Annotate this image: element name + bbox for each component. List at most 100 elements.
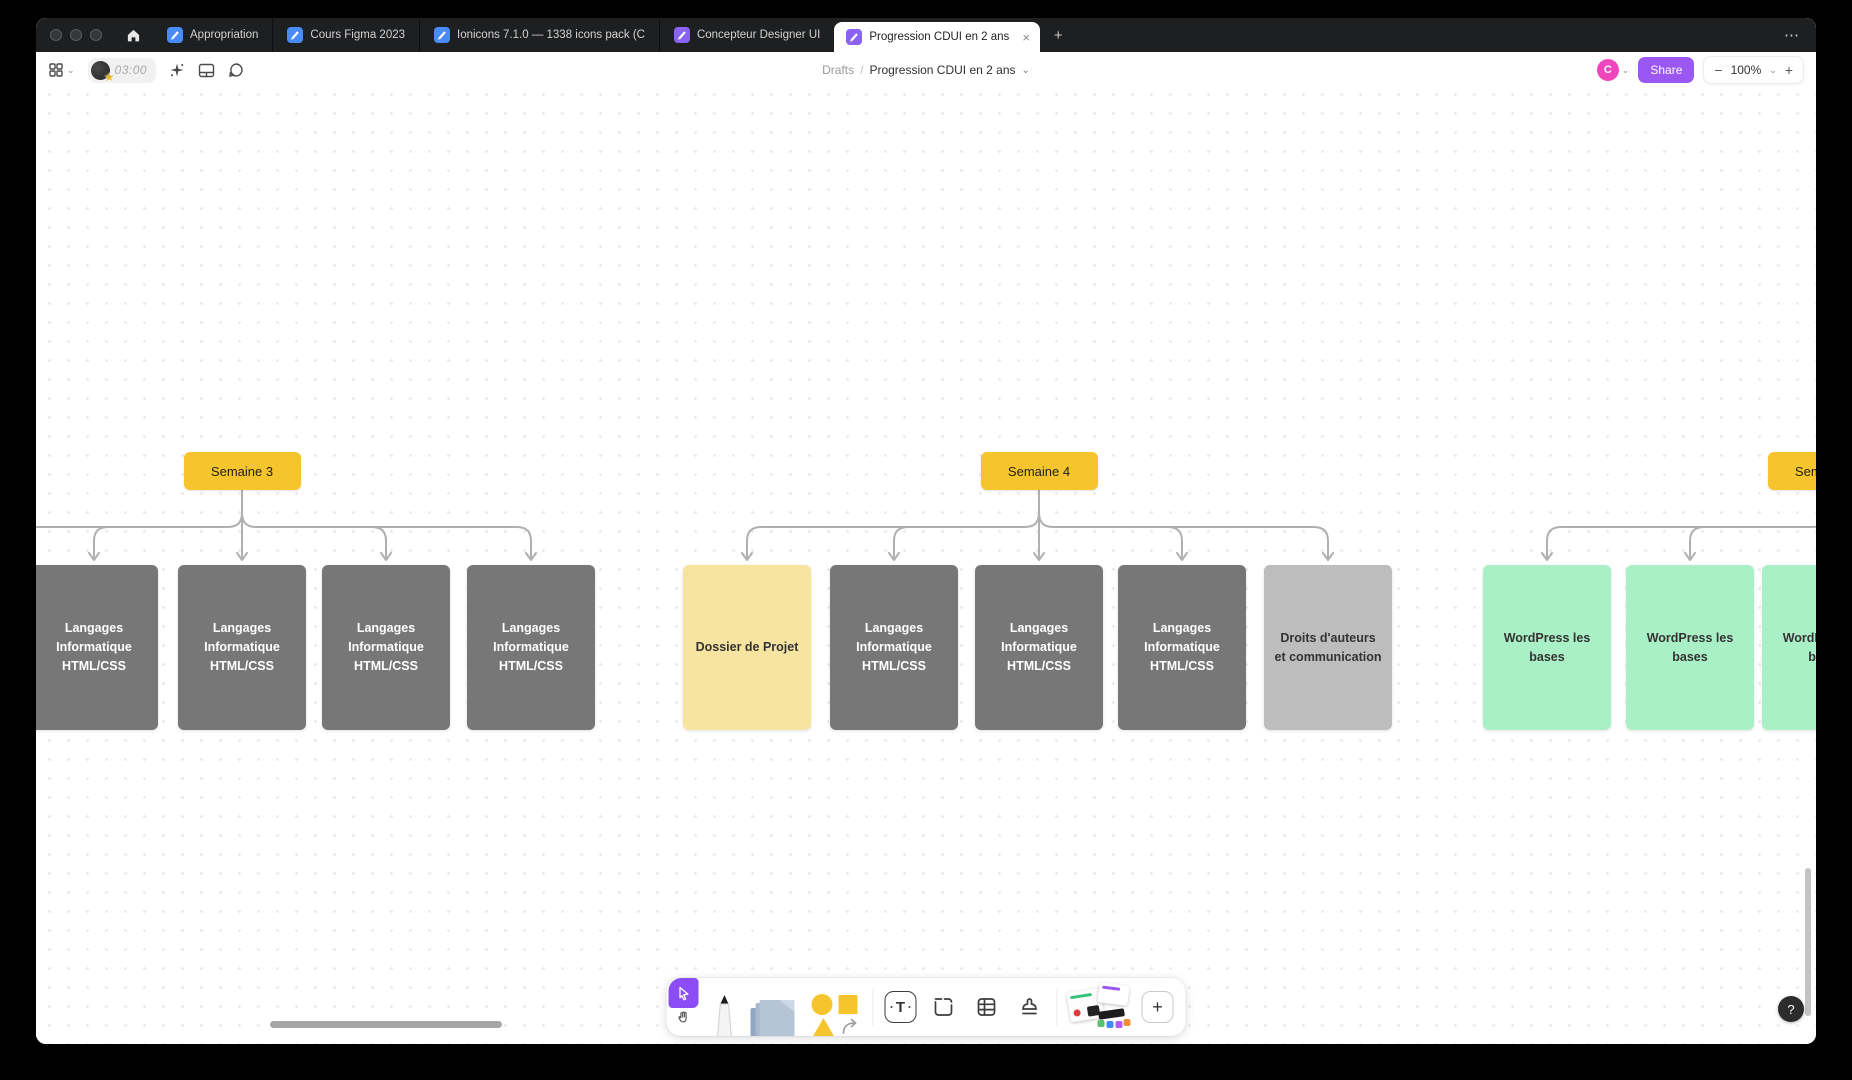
connector-path bbox=[36, 489, 1816, 561]
traffic-light-minimize[interactable] bbox=[70, 29, 82, 41]
zoom-in-button[interactable]: + bbox=[1784, 62, 1793, 78]
help-button[interactable]: ? bbox=[1778, 996, 1804, 1022]
file-icon bbox=[673, 27, 690, 43]
template-icon bbox=[198, 63, 215, 77]
breadcrumb-root[interactable]: Drafts bbox=[822, 63, 855, 77]
breadcrumb: Drafts / Progression CDUI en 2 ans ⌄ bbox=[822, 52, 1030, 88]
title-chevron-icon[interactable]: ⌄ bbox=[1021, 65, 1030, 76]
card-label: HTML/CSS bbox=[62, 658, 126, 673]
week-header-semaine-4[interactable]: Semaine 4 bbox=[980, 452, 1098, 490]
share-button[interactable]: Share bbox=[1638, 57, 1695, 83]
card-label: Informatique bbox=[1001, 640, 1077, 655]
card-label: HTML/CSS bbox=[862, 658, 926, 673]
card-label: Langages bbox=[864, 621, 924, 636]
zoom-level[interactable]: 100% bbox=[1730, 63, 1762, 77]
new-tab-button[interactable]: + bbox=[1040, 18, 1077, 52]
home-button[interactable] bbox=[114, 18, 153, 52]
templates-thumbnail bbox=[1097, 982, 1130, 1006]
board-menu-button[interactable]: ⌄ bbox=[48, 62, 75, 78]
connector-arrow-icon bbox=[842, 1018, 857, 1034]
circle-shape-icon bbox=[811, 994, 833, 1015]
comment-icon bbox=[229, 63, 243, 77]
card-label: Langages bbox=[64, 621, 124, 636]
card-label: Informatique bbox=[1144, 640, 1220, 655]
overflow-icon: ⋯ bbox=[1784, 27, 1800, 44]
home-icon bbox=[127, 29, 140, 41]
select-tool[interactable] bbox=[668, 978, 699, 1008]
ai-button[interactable] bbox=[169, 62, 185, 78]
add-tool-button[interactable]: + bbox=[1141, 991, 1174, 1023]
tab-cours-figma-2023[interactable]: Cours Figma 2023 bbox=[272, 18, 419, 52]
toolbar-divider bbox=[872, 988, 874, 1026]
marker-tool[interactable] bbox=[712, 994, 738, 1036]
user-avatar: C bbox=[1596, 59, 1619, 81]
tab-concepteur-designer-ui[interactable]: Concepteur Designer UI bbox=[658, 18, 834, 52]
card-label: Dossier de Projet bbox=[695, 640, 799, 655]
square-shape-icon bbox=[838, 995, 858, 1014]
sparkle-icon bbox=[170, 63, 184, 77]
stamp-tool[interactable] bbox=[1013, 991, 1046, 1023]
hand-tool[interactable] bbox=[677, 1010, 691, 1024]
card-label: Informatique bbox=[348, 640, 424, 655]
question-icon: ? bbox=[1787, 1001, 1795, 1017]
card-label: Informatique bbox=[204, 640, 280, 655]
tab-appropriation[interactable]: Appropriation bbox=[153, 18, 272, 52]
tab-progression-cdui-en-2-ans[interactable]: Progression CDUI en 2 ans× bbox=[834, 22, 1040, 52]
plus-icon: + bbox=[1053, 26, 1063, 44]
close-icon[interactable]: × bbox=[1022, 29, 1030, 45]
card-label: HTML/CSS bbox=[1150, 658, 1214, 673]
card-label: WordPress les bases bbox=[1782, 630, 1816, 664]
templates-tool[interactable] bbox=[1066, 982, 1131, 1030]
hand-icon bbox=[678, 1011, 687, 1023]
marker-icon bbox=[717, 995, 732, 1036]
avatar-chevron-icon: ⌄ bbox=[1621, 64, 1630, 75]
table-tool[interactable] bbox=[970, 991, 1003, 1023]
text-icon: T bbox=[890, 999, 911, 1016]
text-tool[interactable]: T bbox=[884, 991, 917, 1023]
card-label: Langages bbox=[501, 621, 561, 636]
horizontal-scrollbar[interactable] bbox=[270, 1021, 502, 1028]
vertical-scrollbar[interactable] bbox=[1805, 868, 1811, 1016]
tab-label: Cours Figma 2023 bbox=[310, 29, 406, 41]
user-menu[interactable]: C ⌄ bbox=[1596, 59, 1630, 81]
card-label: HTML/CSS bbox=[210, 658, 274, 673]
traffic-light-zoom[interactable] bbox=[90, 29, 102, 41]
week-header-semaine-3[interactable]: Semaine 3 bbox=[183, 452, 301, 490]
card-wordpress-les-bases[interactable]: WordPress les bases bbox=[1762, 565, 1816, 730]
card-wordpress-les-bases[interactable]: WordPress les bases bbox=[1626, 565, 1754, 730]
week-header-semaine-5[interactable]: Semaine 5 bbox=[1767, 452, 1816, 490]
traffic-light-close[interactable] bbox=[50, 29, 62, 41]
card-label: WordPress les bases bbox=[1503, 630, 1591, 664]
tab-ionicons-7-1-0-1338-icons-pack-c[interactable]: Ionicons 7.1.0 — 1338 icons pack (C bbox=[419, 18, 659, 52]
select-tool-column bbox=[667, 978, 701, 1024]
app-chrome-bar: Appropriation Cours Figma 2023 Ionicons 7.… bbox=[36, 18, 1816, 52]
overflow-menu-button[interactable]: ⋯ bbox=[1768, 18, 1816, 52]
card-label: Informatique bbox=[493, 640, 569, 655]
templates-button[interactable] bbox=[198, 63, 215, 78]
timer-widget[interactable]: ★ 03:00 bbox=[87, 57, 157, 83]
shape-tools[interactable] bbox=[811, 992, 862, 1036]
sticky-note-tool[interactable] bbox=[749, 996, 801, 1036]
zoom-controls: − 100% ⌄ + bbox=[1703, 56, 1804, 84]
zoom-chevron-icon[interactable]: ⌄ bbox=[1769, 64, 1777, 75]
card-wordpress-les-bases[interactable]: WordPress les bases bbox=[1483, 565, 1611, 730]
timer-avatar: ★ bbox=[90, 60, 115, 83]
section-tool[interactable] bbox=[927, 991, 960, 1023]
connector-lines bbox=[36, 489, 1816, 561]
breadcrumb-separator: / bbox=[860, 63, 864, 77]
card-dossier-de-projet[interactable]: Dossier de Projet bbox=[683, 565, 811, 730]
comment-button[interactable] bbox=[228, 62, 244, 78]
toolbar-right-cluster: C ⌄ Share − 100% ⌄ + bbox=[1596, 56, 1804, 84]
zoom-out-button[interactable]: − bbox=[1714, 62, 1723, 78]
page-title[interactable]: Progression CDUI en 2 ans bbox=[869, 63, 1016, 77]
